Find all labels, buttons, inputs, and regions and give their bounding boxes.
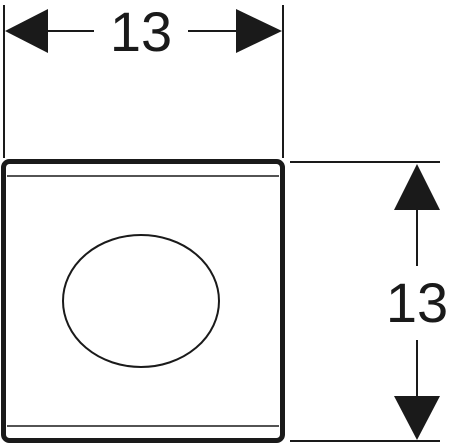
arrow-right-icon: [236, 9, 282, 53]
width-label: 13: [110, 0, 172, 63]
arrow-left-icon: [5, 9, 48, 53]
arrow-up-icon: [394, 164, 440, 210]
round-button: [62, 234, 220, 368]
height-label: 13: [386, 271, 448, 334]
arrow-down-icon: [394, 396, 440, 440]
